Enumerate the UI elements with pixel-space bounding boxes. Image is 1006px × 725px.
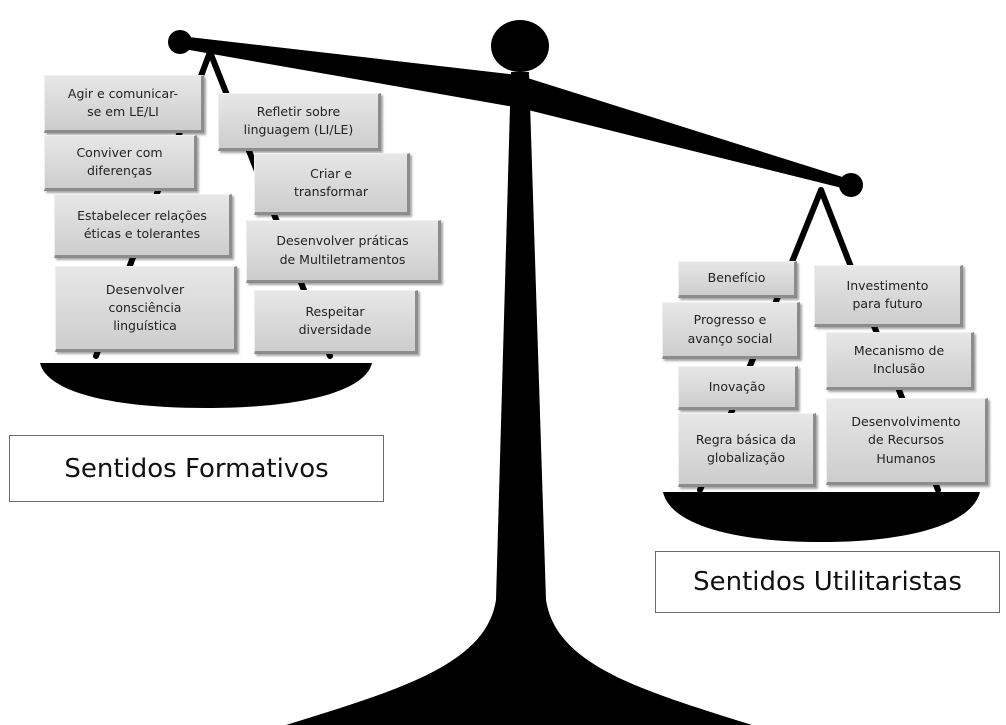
right-item-regra-basica: Regra básica da globalização: [678, 413, 816, 487]
left-item-respeitar-diversidade: Respeitar diversidade: [254, 290, 418, 354]
left-item-estabelecer-relacoes: Estabelecer relações éticas e tolerantes: [54, 194, 232, 258]
right-item-progresso: Progresso e avanço social: [662, 302, 800, 359]
right-pan-title: Sentidos Utilitaristas: [655, 551, 1000, 613]
scale-column: [286, 72, 752, 725]
right-pan: [663, 492, 980, 542]
scale-top-knob: [491, 20, 549, 72]
right-item-beneficio: Benefício: [678, 261, 797, 298]
left-item-desenvolver-consciencia: Desenvolver consciência linguística: [55, 266, 237, 352]
left-pan: [40, 363, 372, 408]
beam-right-end: [839, 173, 863, 197]
right-item-inovacao: Inovação: [678, 366, 798, 410]
right-item-investimento: Investimento para futuro: [814, 265, 963, 327]
left-item-refletir-sobre-linguagem: Refletir sobre linguagem (LI/LE): [218, 93, 381, 151]
left-item-conviver: Conviver com diferenças: [44, 135, 197, 191]
left-pan-title: Sentidos Formativos: [9, 435, 384, 502]
left-item-multiletramentos: Desenvolver práticas de Multiletramentos: [246, 220, 441, 283]
left-item-agir-e-comunicar: Agir e comunicar- se em LE/LI: [44, 75, 204, 133]
scale-beam: [178, 36, 852, 190]
beam-left-end: [168, 30, 192, 54]
left-item-criar-e-transformar: Criar e transformar: [254, 153, 410, 215]
right-item-mecanismo-inclusao: Mecanismo de Inclusão: [826, 332, 974, 390]
right-item-recursos-humanos: Desenvolvimento de Recursos Humanos: [826, 398, 988, 485]
